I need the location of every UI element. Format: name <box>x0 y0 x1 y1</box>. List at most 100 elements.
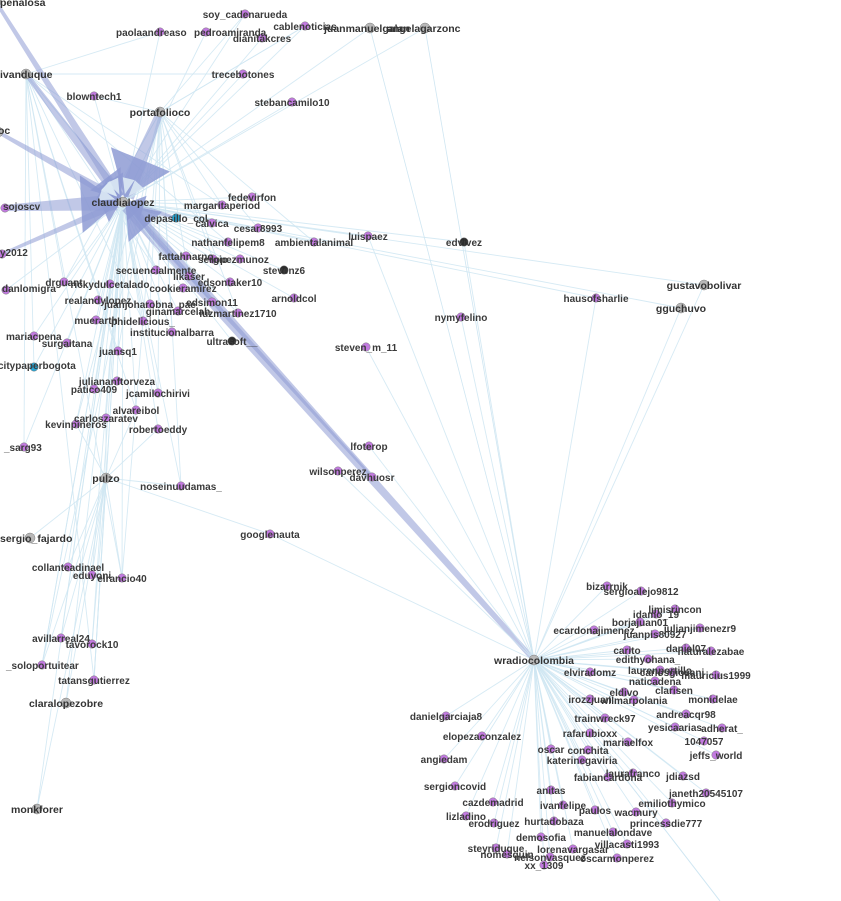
graph-node <box>131 405 141 415</box>
node-label: jdiazsd <box>665 772 700 783</box>
graph-node <box>489 818 499 828</box>
node-label: steven_m_11 <box>335 343 398 354</box>
graph-node <box>699 736 709 746</box>
graph-node <box>207 218 217 228</box>
node-label: nathanfelipem8 <box>191 238 265 249</box>
node-label: cesar8993 <box>234 224 283 235</box>
node-label: juliananftorveza <box>78 377 156 388</box>
graph-node <box>364 441 374 451</box>
graph-node <box>717 723 727 733</box>
graph-edge <box>533 659 618 859</box>
node-label: citypaperbogota <box>0 361 76 372</box>
graph-edge <box>493 659 535 824</box>
graph-edge <box>454 659 535 787</box>
graph-node <box>711 670 721 680</box>
graph-edge <box>533 629 595 661</box>
graph-edge <box>105 477 271 535</box>
node-label: nymyfelino <box>435 313 488 324</box>
node-label: princessdie777 <box>630 819 703 830</box>
node-label: mariaelfox <box>603 738 653 749</box>
node-label: juansq1 <box>98 347 137 358</box>
node-label: davhuosr <box>349 473 394 484</box>
graph-edge <box>157 111 161 394</box>
graph-edge <box>533 650 712 661</box>
graph-node <box>612 853 622 863</box>
graph-node <box>623 737 633 747</box>
arrowhead-layer <box>79 147 171 242</box>
graph-node <box>29 362 39 372</box>
node-label: luzmartinez1710 <box>199 309 277 320</box>
graph-node <box>602 581 612 591</box>
node-label: oc <box>0 125 10 137</box>
graph-node <box>201 27 211 37</box>
arrowhead <box>98 198 120 222</box>
node-label: likaser <box>173 272 205 283</box>
graph-edge <box>122 27 426 203</box>
graph-edge <box>122 201 369 237</box>
node-label: adherat_ <box>701 724 743 735</box>
graph-node <box>655 665 665 675</box>
graph-node <box>208 254 218 264</box>
graph-node <box>675 302 687 314</box>
graph-node <box>635 617 645 627</box>
node-label: julianjimenezr9 <box>663 624 737 635</box>
graph-edge <box>533 659 591 700</box>
graph-edge <box>533 659 629 743</box>
graph-edge <box>60 477 107 639</box>
graph-node <box>678 771 688 781</box>
graph-edge <box>424 27 535 661</box>
node-label: andreacqr98 <box>656 710 716 721</box>
graph-node <box>117 196 129 208</box>
node-label: villacasti1993 <box>595 840 660 851</box>
graph-node <box>153 424 163 434</box>
graph-node <box>184 271 194 281</box>
graph-node <box>238 69 248 79</box>
graph-node <box>178 283 188 293</box>
node-label: juanjoharobna_pae <box>103 300 196 311</box>
graph-node <box>536 832 546 842</box>
graph-edge <box>29 477 107 539</box>
graph-node <box>112 376 122 386</box>
graph-edge <box>75 423 107 479</box>
graph-edge <box>25 73 35 368</box>
graph-node <box>622 645 632 655</box>
node-label: stebancamilo10 <box>254 98 329 109</box>
graph-edge <box>533 659 635 701</box>
graph-node <box>670 604 680 614</box>
graph-edge <box>533 627 701 661</box>
graph-node <box>539 860 549 870</box>
arrowhead <box>126 195 147 221</box>
node-label: pedroamiranda <box>194 28 267 39</box>
graph-node <box>643 654 653 664</box>
graph-edge <box>33 201 124 337</box>
graph-edge <box>533 659 656 682</box>
graph-node <box>279 265 289 275</box>
node-label: googlenauta <box>240 530 300 541</box>
node-label: ivanduque <box>0 69 53 81</box>
node-label: edsimon11 <box>186 298 238 309</box>
graph-node <box>558 800 568 810</box>
node-label: limisrincon <box>648 605 701 616</box>
graph-edge <box>533 284 705 661</box>
graph-node <box>287 97 297 107</box>
graph-edge <box>159 111 214 260</box>
graph-node <box>456 312 466 322</box>
graph-node <box>207 297 217 307</box>
node-label: elrancio40 <box>97 574 147 585</box>
node-label: rafarubioxx <box>563 729 618 740</box>
graph-node <box>309 237 319 247</box>
graph-edge <box>91 201 124 576</box>
node-label: alvareibol <box>113 406 160 417</box>
graph-node <box>59 277 69 287</box>
graph-node <box>650 676 660 686</box>
node-label: lorenavargasar <box>537 845 609 856</box>
graph-node <box>585 667 595 677</box>
graph-edge <box>533 659 717 676</box>
node-label: bizarrnik <box>586 582 628 593</box>
graph-edge <box>5 201 124 291</box>
arrowhead <box>122 177 135 195</box>
node-label: oscar <box>538 745 565 756</box>
graph-edge <box>159 111 259 229</box>
node-label: carito <box>613 646 640 657</box>
graph-edge <box>492 659 535 803</box>
